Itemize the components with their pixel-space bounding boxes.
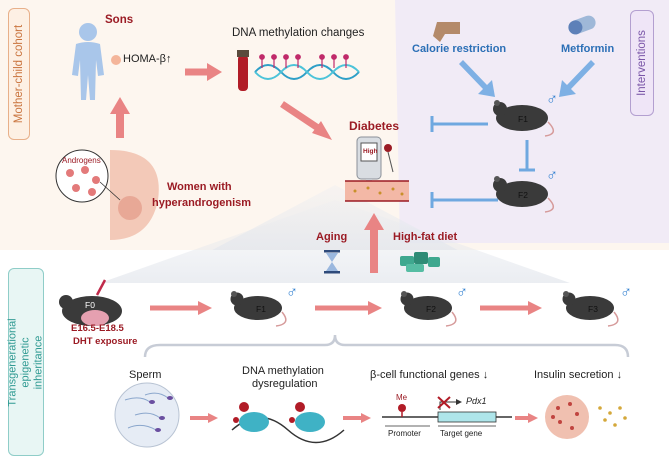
arrow-mother-to-son (110, 97, 130, 138)
dna-changes-label: DNA methylation changes (232, 27, 365, 39)
lineage-f3-male-icon: ♂ (620, 284, 632, 301)
methylation-label-1: DNA methylation (242, 365, 324, 377)
meter-reading: High (363, 148, 378, 155)
sperm-label: Sperm (129, 369, 162, 381)
lineage-f1-label: F1 (256, 304, 266, 314)
dht-exposure-label: DHT exposure (73, 336, 138, 347)
methyl-marks (259, 54, 349, 68)
interventions-tab: Interventions (630, 10, 654, 116)
inheritance-tab: Transgenerational epigenetic inheritance (6, 268, 45, 456)
insulin-text: Insulin secretion (534, 369, 614, 381)
islet-cell-icon (545, 395, 627, 439)
insulin-label: Insulin secretion ↓ (534, 369, 622, 381)
intervention-f2-male-icon: ♂ (546, 167, 558, 184)
pancreas-icon (111, 55, 121, 65)
nucleosome-icon (231, 402, 345, 444)
gene-diagram (382, 396, 512, 427)
arrow-son-to-dna (185, 63, 222, 81)
cohort-tab: Mother-child cohort (8, 8, 30, 140)
mouse-f2-lineage (400, 291, 457, 327)
hourglass-icon (324, 250, 340, 274)
high-fat-diet-label: High-fat diet (393, 231, 458, 243)
lineage-f2-label: F2 (426, 304, 436, 314)
intervention-f2-label: F2 (518, 190, 528, 200)
f0-label: F0 (85, 300, 95, 310)
arrow-up-to-diabetes (364, 213, 384, 273)
arrow-dna-to-diabetes (280, 101, 332, 140)
blue-arrows (459, 60, 595, 97)
intervention-f1-label: F1 (518, 114, 528, 124)
hyperandrogenism-label: hyperandrogenism (152, 197, 252, 209)
exposure-window-label: E16.5-E18.5 (71, 323, 124, 334)
pregnant-woman-icon (99, 150, 159, 240)
metformin-label: Metformin (561, 43, 615, 55)
homa-arrow: ↑ (166, 53, 172, 65)
aging-label: Aging (316, 231, 348, 243)
target-gene-label: Target gene (440, 429, 483, 438)
mechanism-bracket (143, 334, 630, 358)
risk-cone-inner (100, 200, 570, 283)
inheritance-tab-label: Transgenerational epigenetic inheritance (6, 317, 45, 407)
homa-text: HOMA-β (123, 53, 166, 65)
mouse-f1-intervention (493, 100, 554, 137)
lineage-f2-male-icon: ♂ (456, 284, 468, 301)
methylation-label-2: dysregulation (252, 378, 318, 390)
genes-text: β-cell functional genes (370, 369, 480, 381)
intervention-f1-male-icon: ♂ (546, 91, 558, 108)
women-label: Women with (167, 181, 232, 193)
glucose-meter-icon (356, 136, 394, 187)
androgens-label: Androgens (62, 156, 101, 165)
genes-arrow: ↓ (482, 369, 489, 381)
lineage-arrows (150, 301, 542, 315)
lineage-f1-male-icon: ♂ (286, 284, 298, 301)
sperm-circle (114, 382, 180, 448)
mouse-f2-intervention (493, 176, 554, 213)
genes-label: β-cell functional genes ↓ (370, 369, 488, 381)
homa-label: HOMA-β↑ (123, 53, 172, 65)
sons-label: Sons (105, 14, 134, 26)
inhibition-lines (430, 116, 535, 208)
pill-icon (568, 15, 596, 35)
food-icon (433, 22, 460, 42)
mouse-f3-lineage (562, 291, 619, 327)
methyl-label: Me (396, 393, 408, 402)
interventions-tab-label: Interventions (636, 30, 649, 96)
cohort-tab-label: Mother-child cohort (13, 24, 25, 124)
son-figure-icon (72, 23, 104, 100)
androgens-circle (55, 149, 109, 203)
lineage-f3-label: F3 (588, 304, 598, 314)
blood-tube-icon (237, 50, 249, 91)
pdx1-label: Pdx1 (466, 396, 487, 406)
mouse-f0 (59, 279, 122, 326)
fat-food-icon (400, 252, 440, 272)
calorie-restriction-label: Calorie restriction (412, 43, 507, 55)
blood-vessel-icon (345, 180, 409, 202)
insulin-arrow: ↓ (616, 369, 623, 381)
promoter-label: Promoter (388, 429, 421, 438)
diabetes-label: Diabetes (349, 119, 400, 133)
mouse-f1-lineage (230, 291, 287, 327)
mechanism-arrows (190, 413, 538, 423)
